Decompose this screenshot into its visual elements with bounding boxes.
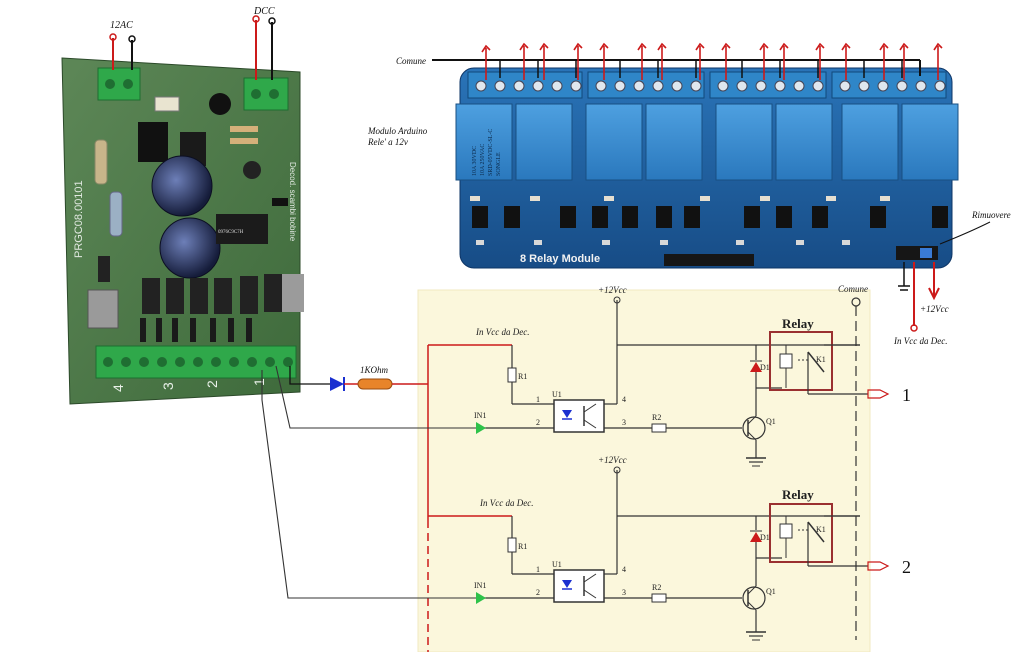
pin4-label-2: 4 bbox=[622, 565, 626, 574]
in1-led-2 bbox=[476, 592, 486, 604]
terminal-number-3: 3 bbox=[160, 382, 176, 390]
module-description-line2: Rele' a 12v bbox=[367, 137, 408, 147]
pin1-label-1: 1 bbox=[536, 395, 540, 404]
schematic-background bbox=[417, 289, 871, 652]
dcc-terminal-block bbox=[243, 77, 289, 111]
r1-label-2: R1 bbox=[518, 542, 527, 551]
pin2-label-2: 2 bbox=[536, 588, 540, 597]
module-vcc-source-label: In Vcc da Dec. bbox=[893, 336, 947, 346]
pin1-label-2: 1 bbox=[536, 565, 540, 574]
output-number-1: 1 bbox=[902, 385, 911, 405]
relay-model-text: SRD-05VDC-SL-C bbox=[488, 129, 494, 176]
vcc-label-2: +12Vcc bbox=[598, 455, 627, 465]
relay-7 bbox=[841, 103, 899, 181]
d1-label-2: D1 bbox=[760, 533, 770, 542]
schematic-comune-line bbox=[851, 297, 861, 640]
relay-row bbox=[455, 103, 959, 181]
output-arrow-1 bbox=[867, 389, 890, 399]
q1-transistor-2 bbox=[742, 586, 766, 610]
capacitor-1 bbox=[151, 155, 213, 217]
r2-label-1: R2 bbox=[652, 413, 661, 422]
relay-2 bbox=[515, 103, 573, 181]
r1-resistor-2 bbox=[507, 537, 517, 553]
q1-label-1: Q1 bbox=[766, 417, 776, 426]
relay-title-2: Relay bbox=[782, 487, 814, 502]
schematic-comune-label: Comune bbox=[838, 284, 868, 294]
power-ac-label: 12AC bbox=[110, 20, 133, 31]
in1-led bbox=[476, 422, 486, 434]
vcc-label-1: +12Vcc bbox=[598, 285, 627, 295]
u1-optocoupler bbox=[553, 399, 605, 433]
terminal-number-1: 1 bbox=[251, 378, 267, 386]
ic-chip bbox=[216, 214, 268, 244]
chip-label: 0976C9C7H bbox=[218, 230, 244, 235]
module-vcc-label: +12Vcc bbox=[920, 304, 949, 314]
decoder-input-wires bbox=[109, 15, 276, 80]
u1-label-1: U1 bbox=[552, 390, 562, 399]
decoder-board: 0976C9C7H bbox=[61, 57, 304, 405]
r2-label-2: R2 bbox=[652, 583, 661, 592]
vcc-in-label-1: In Vcc da Dec. bbox=[475, 327, 529, 337]
pin3-label-2: 3 bbox=[622, 588, 626, 597]
relay-rating-dc: 10A 30VDC bbox=[472, 146, 478, 176]
d1-diode-2 bbox=[750, 532, 762, 542]
u1-label-2: U1 bbox=[552, 560, 562, 569]
module-description-line1: Modulo Arduino bbox=[367, 126, 428, 136]
d1-label-1: D1 bbox=[760, 363, 770, 372]
relay-8 bbox=[901, 103, 959, 181]
relay-brand: SONGLE bbox=[496, 152, 502, 176]
terminal-number-4: 4 bbox=[110, 384, 126, 392]
decoder-to-schematic-wiring bbox=[261, 344, 512, 652]
relay-module: SRD-05VDC-SL-C 10A 250VAC 10A 30VDC SONG… bbox=[455, 67, 959, 269]
schematic-channel-2 bbox=[476, 466, 890, 641]
relay-title-1: Relay bbox=[782, 316, 814, 331]
relay-box-2 bbox=[769, 503, 833, 563]
relay-1 bbox=[455, 103, 513, 181]
in-label-1: IN1 bbox=[474, 411, 486, 420]
capacitor-2 bbox=[159, 217, 221, 279]
q1-label-2: Q1 bbox=[766, 587, 776, 596]
board-side-label: Decod. scambi bobine bbox=[288, 162, 297, 242]
r1-resistor bbox=[507, 367, 517, 383]
module-power-wires bbox=[898, 262, 940, 332]
remove-jumper-label: Rimuovere bbox=[971, 210, 1011, 220]
q1-transistor bbox=[742, 416, 766, 440]
relay-3 bbox=[585, 103, 643, 181]
in-label-2: IN1 bbox=[474, 581, 486, 590]
ac-terminal-block bbox=[97, 67, 141, 101]
k1-label-1: K1 bbox=[816, 355, 826, 364]
terminal-number-2: 2 bbox=[204, 380, 220, 388]
vcc-in-label-2: In Vcc da Dec. bbox=[479, 498, 533, 508]
u1-optocoupler-2 bbox=[553, 569, 605, 603]
pin3-label-1: 3 bbox=[622, 418, 626, 427]
d1-diode bbox=[750, 362, 762, 372]
module-title: 8 Relay Module bbox=[520, 253, 600, 265]
k1-label-2: K1 bbox=[816, 525, 826, 534]
relay-5 bbox=[715, 103, 773, 181]
diode-symbol bbox=[330, 377, 344, 391]
relay-rating-ac: 10A 250VAC bbox=[480, 144, 486, 176]
pin2-label-1: 2 bbox=[536, 418, 540, 427]
relay-box-1 bbox=[769, 331, 833, 391]
r1-label-1: R1 bbox=[518, 372, 527, 381]
dcc-label: DCC bbox=[253, 6, 275, 17]
relay-4 bbox=[645, 103, 703, 181]
output-number-2: 2 bbox=[902, 557, 911, 577]
module-comune-label: Comune bbox=[396, 56, 426, 66]
resistor-label: 1KOhm bbox=[360, 365, 389, 375]
pin4-label-1: 4 bbox=[622, 395, 626, 404]
board-code-label: PRGC08.00101 bbox=[73, 180, 85, 258]
resistor-1kohm bbox=[357, 378, 393, 390]
r2-resistor-2 bbox=[651, 593, 667, 603]
relay-6 bbox=[775, 103, 833, 181]
schematic-channel-1 bbox=[476, 296, 890, 467]
output-arrow-2 bbox=[867, 561, 890, 571]
relay-comune-wiring bbox=[432, 42, 943, 80]
r2-resistor bbox=[651, 423, 667, 433]
